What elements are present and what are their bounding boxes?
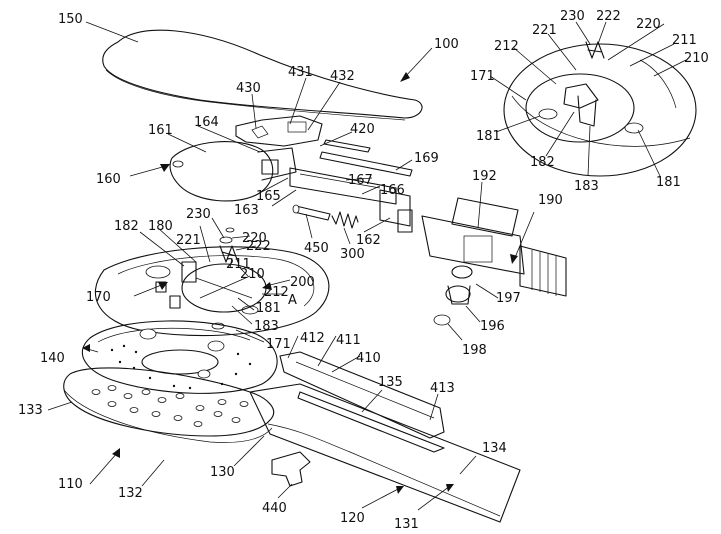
knob-440 [272, 452, 310, 486]
label-180: 180 [148, 219, 173, 234]
bracket-430 [236, 116, 322, 146]
reference-numerals: 150 100 430 431 432 161 164 420 160 169 … [18, 9, 709, 532]
label-135: 135 [378, 375, 403, 390]
label-197: 197 [496, 291, 521, 306]
label-165: 165 [256, 189, 281, 204]
label-211-detail: 211 [672, 33, 697, 48]
label-222-detail: 222 [596, 9, 621, 24]
face-plate-110 [64, 368, 274, 443]
label-171-detail: 171 [470, 69, 495, 84]
nozzle-holes-140 [111, 345, 251, 389]
leader-lines [48, 22, 686, 510]
label-220-detail: 220 [636, 17, 661, 32]
label-120: 120 [340, 511, 365, 526]
label-181-detail-left: 181 [476, 129, 501, 144]
label-210-detail: 210 [684, 51, 709, 66]
label-133: 133 [18, 403, 43, 418]
label-198: 198 [462, 343, 487, 358]
label-210: 210 [240, 267, 265, 282]
label-212: 212 [264, 285, 289, 300]
label-183-detail: 183 [574, 179, 599, 194]
label-411: 411 [336, 333, 361, 348]
label-431: 431 [288, 65, 313, 80]
label-110: 110 [58, 477, 83, 492]
label-167: 167 [348, 173, 373, 188]
label-413: 413 [430, 381, 455, 396]
label-130: 130 [210, 465, 235, 480]
label-134: 134 [482, 441, 507, 456]
label-163: 163 [234, 203, 259, 218]
label-181: 181 [256, 301, 281, 316]
label-169: 169 [414, 151, 439, 166]
cover-plate-150 [103, 30, 422, 120]
label-a: A [288, 293, 297, 308]
connector-190 [422, 198, 566, 296]
label-166: 166 [380, 183, 405, 198]
label-160: 160 [96, 172, 121, 187]
pin-450 [293, 205, 330, 220]
label-432: 432 [330, 69, 355, 84]
label-182: 182 [114, 219, 139, 234]
label-230-detail: 230 [560, 9, 585, 24]
label-196: 196 [480, 319, 505, 334]
label-221: 221 [176, 233, 201, 248]
label-161: 161 [148, 123, 173, 138]
label-150: 150 [58, 12, 83, 27]
label-450: 450 [304, 241, 329, 256]
perforated-plate-140 [82, 321, 277, 393]
label-440: 440 [262, 501, 287, 516]
label-222: 222 [246, 239, 271, 254]
label-164: 164 [194, 115, 219, 130]
label-182-detail: 182 [530, 155, 555, 170]
label-430: 430 [236, 81, 261, 96]
label-212-detail: 212 [494, 39, 519, 54]
label-221-detail: 221 [532, 23, 557, 38]
label-192: 192 [472, 169, 497, 184]
label-140: 140 [40, 351, 65, 366]
rail-410 [280, 352, 444, 452]
label-181-detail-right: 181 [656, 175, 681, 190]
label-190: 190 [538, 193, 563, 208]
spring-300 [332, 212, 358, 228]
label-410: 410 [356, 351, 381, 366]
label-420: 420 [350, 122, 375, 137]
label-170: 170 [86, 290, 111, 305]
fitting-197 [434, 266, 472, 325]
label-200: 200 [290, 275, 315, 290]
label-183: 183 [254, 319, 279, 334]
label-132: 132 [118, 486, 143, 501]
label-412: 412 [300, 331, 325, 346]
label-171: 171 [266, 337, 291, 352]
handle-body-120 [250, 384, 520, 522]
label-162: 162 [356, 233, 381, 248]
label-230: 230 [186, 207, 211, 222]
label-100: 100 [434, 37, 459, 52]
strip-169 [320, 140, 412, 176]
label-131: 131 [394, 517, 419, 532]
label-300: 300 [340, 247, 365, 262]
